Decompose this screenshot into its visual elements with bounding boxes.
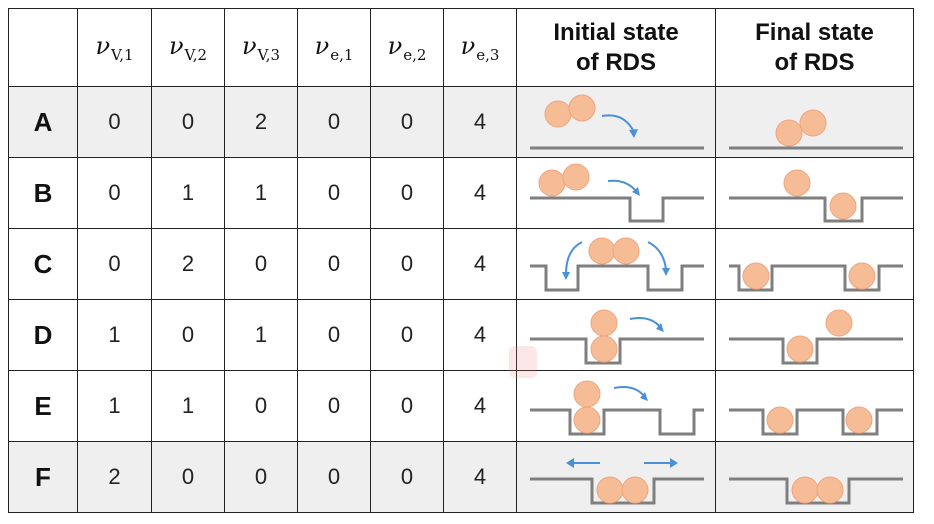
cell-value: 4 bbox=[443, 86, 517, 158]
rds-final-diagram-c bbox=[728, 262, 903, 292]
header-nu-v3: νV,3 bbox=[224, 8, 298, 87]
rds-final-diagram-a bbox=[728, 109, 903, 150]
cell-value: 4 bbox=[443, 157, 517, 229]
header-corner bbox=[8, 8, 78, 87]
header-nu-v2: νV,2 bbox=[151, 8, 225, 87]
cell-value: 2 bbox=[151, 228, 225, 300]
cell-value: 0 bbox=[224, 370, 298, 442]
cell-value: 0 bbox=[370, 441, 444, 513]
table-row: C 0 2 0 0 0 4 bbox=[8, 228, 914, 300]
table-row: B 0 1 1 0 0 4 bbox=[8, 157, 914, 229]
cell-value: 0 bbox=[297, 157, 371, 229]
cell-value: 0 bbox=[151, 299, 225, 371]
table-row: A 0 0 2 0 0 4 bbox=[8, 86, 914, 158]
header-nu-e1: νe,1 bbox=[297, 8, 371, 87]
cell-value: 1 bbox=[224, 299, 298, 371]
initial-state-d bbox=[516, 299, 716, 371]
cell-value: 0 bbox=[297, 299, 371, 371]
cell-value: 1 bbox=[224, 157, 298, 229]
initial-state-a bbox=[516, 86, 716, 158]
final-state-f bbox=[715, 441, 914, 513]
rds-initial-diagram-a bbox=[530, 94, 704, 150]
cell-value: 0 bbox=[297, 370, 371, 442]
table-row: D 1 0 1 0 0 4 bbox=[8, 299, 914, 371]
initial-state-b bbox=[516, 157, 716, 229]
row-label: C bbox=[8, 228, 78, 300]
initial-state-c bbox=[516, 228, 716, 300]
header-nu-e3: νe,3 bbox=[443, 8, 517, 87]
cell-value: 0 bbox=[224, 228, 298, 300]
cell-value: 0 bbox=[297, 228, 371, 300]
header-nu-e2: νe,2 bbox=[370, 8, 444, 87]
cell-value: 1 bbox=[151, 370, 225, 442]
cell-value: 0 bbox=[77, 86, 152, 158]
cell-value: 4 bbox=[443, 299, 517, 371]
final-state-e bbox=[715, 370, 914, 442]
final-state-a bbox=[715, 86, 914, 158]
cell-value: 0 bbox=[297, 86, 371, 158]
final-state-c bbox=[715, 228, 914, 300]
cell-value: 0 bbox=[370, 157, 444, 229]
cell-value: 1 bbox=[77, 299, 152, 371]
row-label: F bbox=[8, 441, 78, 513]
cell-value: 4 bbox=[443, 441, 517, 513]
cell-value: 0 bbox=[224, 441, 298, 513]
header-row: νV,1 νV,2 νV,3 νe,1 νe,2 νe,3 Initial st… bbox=[8, 8, 914, 87]
final-state-b bbox=[715, 157, 914, 229]
cell-value: 0 bbox=[151, 441, 225, 513]
cell-value: 0 bbox=[370, 299, 444, 371]
initial-state-e bbox=[516, 370, 716, 442]
cell-value: 2 bbox=[77, 441, 152, 513]
final-state-d bbox=[715, 299, 914, 371]
table-row: E 1 1 0 0 0 4 bbox=[8, 370, 914, 442]
row-label: D bbox=[8, 299, 78, 371]
cell-value: 4 bbox=[443, 228, 517, 300]
rds-initial-diagram-b bbox=[530, 163, 704, 223]
rds-initial-diagram-c bbox=[530, 237, 704, 292]
cell-value: 0 bbox=[151, 86, 225, 158]
cell-value: 1 bbox=[151, 157, 225, 229]
row-label: A bbox=[8, 86, 78, 158]
row-label: E bbox=[8, 370, 78, 442]
cell-value: 0 bbox=[77, 157, 152, 229]
table-row: F 2 0 0 0 0 4 bbox=[8, 441, 914, 513]
rds-final-diagram-d bbox=[728, 309, 903, 365]
rds-final-diagram-f bbox=[728, 476, 903, 505]
rds-state-table: νV,1 νV,2 νV,3 νe,1 νe,2 νe,3 Initial st… bbox=[8, 8, 914, 513]
watermark-icon bbox=[509, 346, 537, 378]
initial-state-f bbox=[516, 441, 716, 513]
cell-value: 1 bbox=[77, 370, 152, 442]
cell-value: 4 bbox=[443, 370, 517, 442]
cell-value: 0 bbox=[370, 86, 444, 158]
cell-value: 0 bbox=[77, 228, 152, 300]
cell-value: 2 bbox=[224, 86, 298, 158]
rds-initial-diagram-d bbox=[530, 309, 704, 365]
header-nu-v1: νV,1 bbox=[77, 8, 152, 87]
cell-value: 0 bbox=[370, 370, 444, 442]
rds-final-diagram-b bbox=[728, 169, 903, 223]
row-label: B bbox=[8, 157, 78, 229]
cell-value: 0 bbox=[297, 441, 371, 513]
cell-value: 0 bbox=[370, 228, 444, 300]
rds-initial-diagram-f bbox=[530, 458, 704, 505]
rds-initial-diagram-e bbox=[530, 380, 704, 436]
rds-final-diagram-e bbox=[728, 406, 903, 436]
